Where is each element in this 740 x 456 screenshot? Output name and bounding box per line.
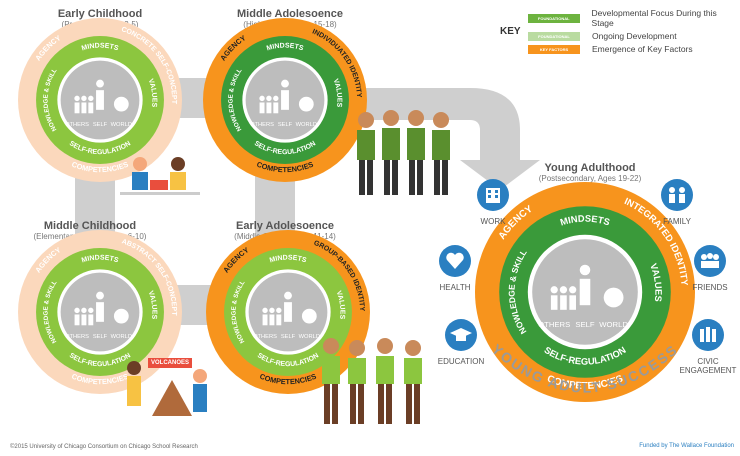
context-label-family: FAMILY (663, 217, 691, 226)
raised-hands-icon (692, 319, 724, 351)
middle-schoolers-illustration (322, 338, 422, 424)
stage-title-early-adolescence: Early Adolesoence (235, 220, 335, 232)
ring-label-mindsets: MINDSETS (266, 42, 305, 52)
graduation-cap-icon (445, 319, 477, 351)
key-item: FOUNDATIONAL COMPONENTS Developmental Fo… (528, 8, 740, 30)
key-text-focus: Developmental Focus During this Stage (591, 8, 717, 28)
family-icon (661, 179, 693, 211)
key-swatch-factors: KEY FACTORS (528, 44, 580, 54)
young-adult-success-label: YOUNG ADULT SUCCESS (489, 341, 679, 396)
heart-icon (439, 245, 471, 277)
self-figure (96, 291, 104, 300)
context-label-friends: FRIENDS (692, 283, 728, 292)
globe-icon (113, 308, 129, 324)
inner-label-others: OTHERS (538, 320, 570, 329)
context-work: WORK (458, 178, 528, 226)
globe-icon (298, 96, 314, 112)
stage-title-young-adulthood: Young Adulthood (544, 162, 636, 174)
inner-label-self: SELF (93, 122, 108, 128)
inner-label-world: WORLD (599, 320, 628, 329)
ring-label-mindsets: MINDSETS (81, 42, 120, 52)
context-education: EDUCATION (426, 318, 496, 366)
context-family: FAMILY (642, 178, 712, 226)
children-playing-illustration (120, 157, 200, 195)
context-label-civic: CIVIC ENGAGEMENT (679, 357, 737, 375)
globe-icon (603, 287, 624, 308)
ring-label-values: VALUES (335, 290, 346, 320)
inner-label-self: SELF (281, 334, 296, 340)
key-swatch-focus: FOUNDATIONAL COMPONENTS (528, 13, 580, 30)
inner-label-world: WORLD (296, 122, 317, 128)
key-label: KEY (500, 26, 521, 37)
context-friends: FRIENDS (680, 244, 740, 292)
self-figure (284, 291, 292, 300)
self-figure (281, 79, 289, 88)
volcano-project-illustration: VOLCANOES (122, 350, 212, 420)
inner-label-self: SELF (278, 122, 293, 128)
volcanoes-sign: VOLCANOES (148, 358, 193, 368)
context-civic: CIVIC ENGAGEMENT (676, 318, 740, 375)
ring-label-values: VALUES (332, 78, 343, 108)
young-adult-success-arc: YOUNG ADULT SUCCESS (489, 341, 681, 396)
inner-label-world: WORLD (299, 334, 320, 340)
wheel-early-childhood: OTHERSSELFWORLDMINDSETSVALUESKNOWLEDGE &… (0, 0, 182, 182)
context-label-education: EDUCATION (437, 357, 485, 366)
key-text-factors: Emergence of Key Factors (592, 44, 693, 54)
ring-label-values: VALUES (147, 290, 158, 320)
stage-subtitle-young-adulthood: (Postsecondary, Ages 19-22) (538, 174, 642, 183)
copyright-text: ©2015 University of Chicago Consortium o… (10, 444, 198, 450)
ring-label-mindsets: MINDSETS (269, 254, 308, 264)
context-label-health: HEALTH (439, 283, 471, 292)
key-legend: FOUNDATIONAL COMPONENTS Developmental Fo… (528, 8, 740, 54)
building-icon (477, 179, 509, 211)
stage-title-middle-adolescence: Middle Adolesoence (237, 8, 343, 20)
inner-label-others: OTHERS (250, 122, 274, 128)
globe-icon (113, 96, 129, 112)
funded-by-text: Funded by The Wallace Foundation (639, 443, 734, 449)
self-figure (96, 79, 104, 88)
teens-group-illustration (357, 110, 450, 195)
inner-label-world: WORLD (111, 122, 132, 128)
inner-label-self: SELF (575, 320, 595, 329)
key-text-ongoing: Ongoing Development (592, 31, 677, 41)
inner-label-others: OTHERS (65, 122, 89, 128)
ring-label-values: VALUES (147, 78, 158, 108)
context-label-work: WORK (480, 217, 506, 226)
stage-title-early-childhood: Early Childhood (57, 8, 143, 20)
context-health: HEALTH (420, 244, 490, 292)
svg-text:YOUNG ADULT SUCCESS: YOUNG ADULT SUCCESS (489, 341, 681, 396)
stage-title-middle-childhood: Middle Childhood (43, 220, 137, 232)
globe-icon (301, 308, 317, 324)
inner-label-world: WORLD (111, 334, 132, 340)
inner-label-self: SELF (93, 334, 108, 340)
ring-label-mindsets: MINDSETS (81, 254, 120, 264)
self-figure (579, 264, 591, 276)
inner-label-others: OTHERS (253, 334, 277, 340)
friends-icon (694, 245, 726, 277)
key-item: KEY FACTORS Emergence of Key Factors (528, 44, 740, 54)
inner-label-others: OTHERS (65, 334, 89, 340)
